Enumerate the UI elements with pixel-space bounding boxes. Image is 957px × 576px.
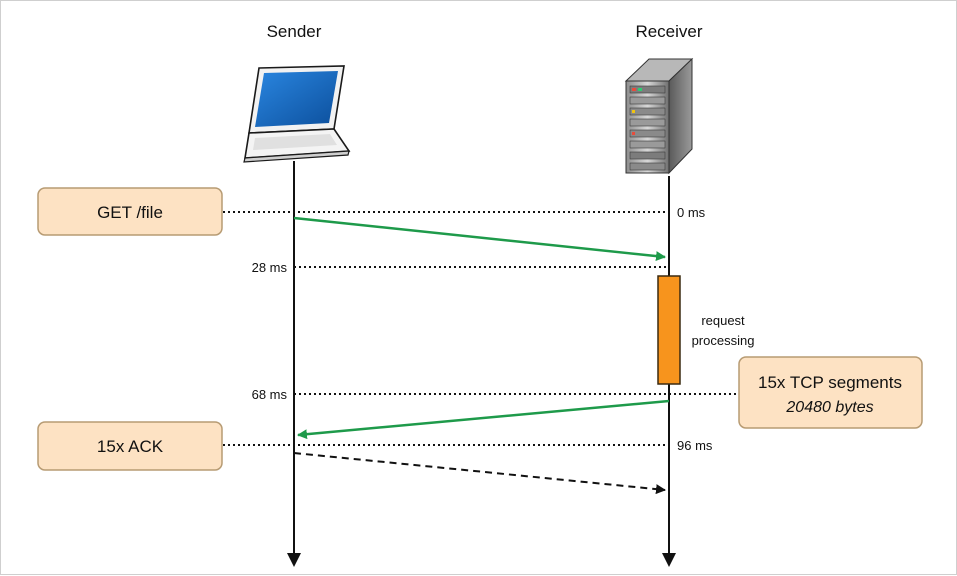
get-request-label: GET /file [97, 203, 163, 222]
response-arrow [297, 399, 670, 440]
sender-lifeline-arrowhead [287, 553, 301, 567]
processing-note-line1: request [701, 313, 745, 328]
timestamp-0ms: 0 ms [677, 205, 706, 220]
ack-arrow [293, 452, 666, 495]
get-request-box: GET /file [37, 187, 223, 236]
tcp-bytes-label: 20480 bytes [785, 399, 873, 416]
timestamp-68ms: 68 ms [252, 387, 288, 402]
timestamp-28ms: 28 ms [252, 260, 288, 275]
sender-label: Sender [267, 22, 322, 41]
ack-label: 15x ACK [97, 437, 164, 456]
server-icon [624, 57, 694, 175]
tcp-segments-label: 15x TCP segments [758, 373, 902, 392]
timestamp-96ms: 96 ms [677, 438, 713, 453]
processing-note-line2: processing [692, 333, 755, 348]
tcp-segments-box: 15x TCP segments 20480 bytes [738, 356, 923, 429]
receiver-lifeline-arrowhead [662, 553, 676, 567]
processing-bar [657, 275, 681, 385]
laptop-icon [243, 65, 351, 163]
ack-box: 15x ACK [37, 421, 223, 471]
receiver-label: Receiver [635, 22, 702, 41]
request-arrow [293, 216, 666, 262]
